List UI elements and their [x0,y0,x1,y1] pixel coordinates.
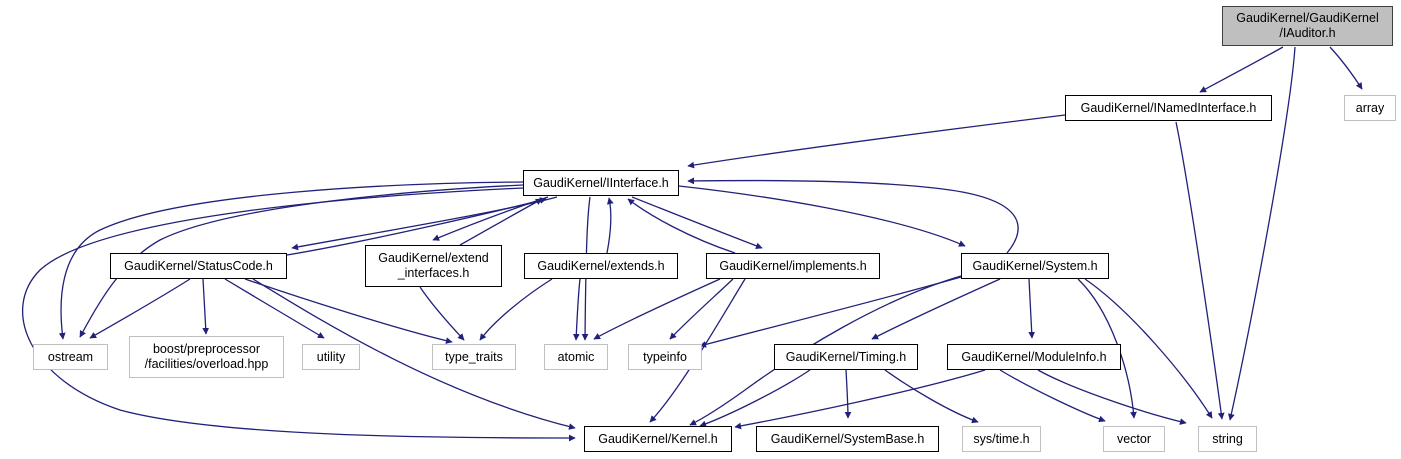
edge-extends-to-atomic [572,278,581,341]
node-extendinterfaces[interactable]: GaudiKernel/extend _interfaces.h [365,245,502,287]
edge-statuscode-to-iinterface [286,197,547,256]
edge-extends-to-iinterface [606,197,614,254]
node-kernel[interactable]: GaudiKernel/Kernel.h [584,426,732,452]
edge-system-to-kernel [689,275,962,426]
edge-statuscode-to-kernel [252,278,576,430]
node-extends[interactable]: GaudiKernel/extends.h [524,253,678,279]
edge-iauditor-to-array [1329,46,1363,90]
edge-system-to-string [1084,278,1213,419]
node-atomic[interactable]: atomic [544,344,608,370]
edge-inamedinterface-to-string [1175,121,1225,420]
node-systembase[interactable]: GaudiKernel/SystemBase.h [756,426,939,452]
edge-implements-to-iinterface [627,198,736,254]
edge-implements-to-typeinfo [669,278,734,340]
node-vector[interactable]: vector [1103,426,1165,452]
node-systime[interactable]: sys/time.h [962,426,1041,452]
edge-timing-to-systime [884,369,979,424]
dependency-edges [22,46,1363,442]
edge-iinterface-to-extends [581,196,591,341]
edge-extends-to-typetraits [479,278,553,341]
node-iinterface[interactable]: GaudiKernel/IInterface.h [523,170,679,196]
edge-inamedinterface-to-iinterface [687,114,1066,169]
edge-system-to-iinterface [687,177,1019,254]
edge-iinterface-to-kernel [22,187,576,442]
edge-timing-to-kernel [699,369,811,428]
edge-iinterface-to-extendinterfaces [432,196,549,241]
edge-system-to-moduleinfo [1028,278,1036,339]
edge-system-to-typeinfo [699,276,962,348]
node-inamedinterface[interactable]: GaudiKernel/INamedInterface.h [1065,95,1272,121]
node-timing[interactable]: GaudiKernel/Timing.h [774,344,918,370]
node-iauditor[interactable]: GaudiKernel/GaudiKernel /IAuditor.h [1222,6,1393,46]
edge-system-to-vector [1077,278,1137,419]
node-implements[interactable]: GaudiKernel/implements.h [706,253,880,279]
node-moduleinfo[interactable]: GaudiKernel/ModuleInfo.h [947,344,1121,370]
edge-statuscode-to-boostoverload [202,278,210,335]
edge-iauditor-to-inamedinterface [1199,46,1284,93]
edge-statuscode-to-typetraits [244,278,453,344]
node-system[interactable]: GaudiKernel/System.h [961,253,1109,279]
edge-iinterface-to-implements [631,196,763,249]
node-statuscode[interactable]: GaudiKernel/StatusCode.h [110,253,287,279]
edge-iinterface-to-statuscode [291,196,558,251]
edge-moduleinfo-to-string [1037,369,1187,425]
edge-iauditor-to-string [1228,46,1296,421]
edge-moduleinfo-to-vector [999,369,1106,423]
node-utility[interactable]: utility [302,344,360,370]
edge-system-to-timing [871,278,1001,340]
node-ostream[interactable]: ostream [33,344,108,370]
edge-extendinterfaces-to-typetraits [419,286,465,341]
node-typeinfo[interactable]: typeinfo [628,344,702,370]
edge-iinterface-to-ostream [58,181,524,340]
edge-statuscode-to-ostream [89,278,191,339]
edge-moduleinfo-to-kernel [734,369,986,430]
edge-iinterface-to-system [678,185,966,247]
edge-iinterface-to-ostream [79,184,524,338]
edge-statuscode-to-utility [224,278,325,339]
node-boostoverload[interactable]: boost/preprocessor /facilities/overload.… [129,336,284,378]
edge-implements-to-atomic [593,278,721,340]
node-array[interactable]: array [1344,95,1396,121]
node-string[interactable]: string [1198,426,1257,452]
edge-extendinterfaces-to-iinterface [459,198,543,246]
node-typetraits[interactable]: type_traits [432,344,516,370]
edge-timing-to-systembase [844,369,852,419]
